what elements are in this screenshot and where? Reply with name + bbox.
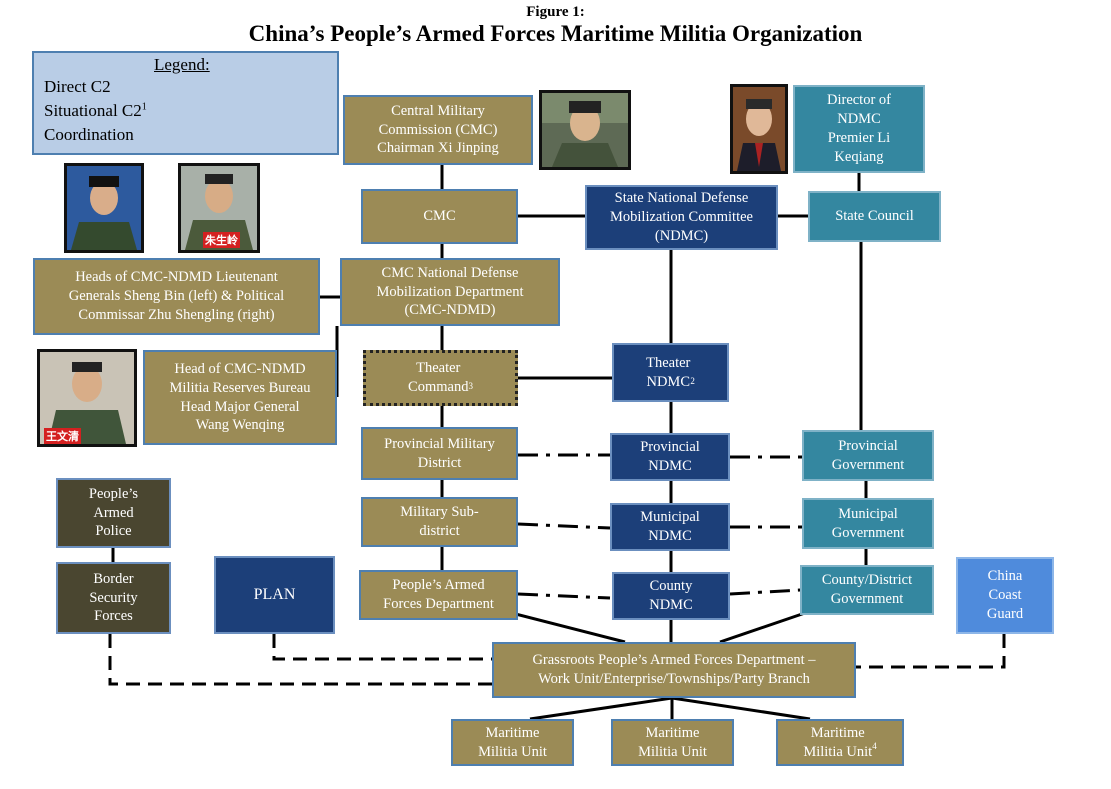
photo-li	[730, 84, 788, 174]
node-militia-bureau: Head of CMC-NDMD Militia Reserves Bureau…	[143, 350, 337, 445]
theater-ndmc-label: Theater NDMC	[646, 354, 691, 390]
legend-coordination-label: Coordination	[44, 125, 134, 144]
link-subdistrict-munndmc	[517, 522, 611, 530]
wang-name-tag: 王文清	[44, 428, 81, 444]
legend-situational-sup: 1	[141, 101, 147, 113]
node-municipal-gov: Municipal Government	[802, 498, 934, 549]
legend-situational-label: Situational C2	[44, 101, 142, 120]
node-cmc-ndmd: CMC National Defense Mobilization Depart…	[340, 258, 560, 326]
node-maritime-militia-1: Maritime Militia Unit	[451, 719, 574, 766]
link-countyndmc-countygov	[729, 588, 801, 596]
node-military-subdistrict: Military Sub- district	[361, 497, 518, 547]
node-pafd: People’s Armed Forces Department	[359, 570, 518, 620]
link-coastguard-grassroots	[856, 634, 1006, 669]
maritime-militia-3-label: Maritime Militia Unit	[803, 724, 873, 760]
theater-ndmc-sup: 2	[690, 376, 695, 387]
node-cmc-chairman: Central Military Commission (CMC) Chairm…	[343, 95, 533, 165]
node-cmc: CMC	[361, 189, 518, 244]
photo-sheng	[64, 163, 144, 253]
legend-direct-label: Direct C2	[44, 77, 111, 96]
node-maritime-militia-2: Maritime Militia Unit	[611, 719, 734, 766]
node-pap: People’s Armed Police	[56, 478, 171, 548]
theater-command-label: Theater Command	[408, 360, 469, 395]
figure-label: Figure 1:	[526, 4, 585, 20]
node-county-gov: County/District Government	[800, 565, 934, 615]
link-pafd-grassroots	[499, 608, 626, 644]
link-border-grassroots	[108, 634, 492, 686]
node-provincial-gov: Provincial Government	[802, 430, 934, 481]
legend-situational: Situational C21	[44, 101, 147, 121]
photo-zhu: 朱生岭	[178, 163, 260, 253]
node-director-ndmc: Director of NDMC Premier Li Keqiang	[793, 85, 925, 173]
node-coast-guard: China Coast Guard	[956, 557, 1054, 634]
node-heads-ndmd: Heads of CMC-NDMD Lieutenant Generals Sh…	[33, 258, 320, 335]
zhu-name-tag: 朱生岭	[203, 232, 240, 248]
node-provincial-md: Provincial Military District	[361, 427, 518, 480]
node-provincial-ndmc: Provincial NDMC	[610, 433, 730, 481]
node-state-council: State Council	[808, 191, 941, 242]
link-plan-grassroots	[272, 634, 492, 661]
node-grassroots: Grassroots People’s Armed Forces Departm…	[492, 642, 856, 698]
link-pafd-countyndmc	[517, 592, 611, 600]
node-ndmc: State National Defense Mobilization Comm…	[585, 185, 778, 250]
node-border-security: Border Security Forces	[56, 562, 171, 634]
node-municipal-ndmc: Municipal NDMC	[610, 503, 730, 551]
figure-title: China’s People’s Armed Forces Maritime M…	[248, 21, 863, 46]
node-county-ndmc: County NDMC	[612, 572, 730, 620]
legend-title: Legend:	[154, 55, 210, 74]
link-grassroots-mm1	[529, 696, 673, 721]
node-plan: PLAN	[214, 556, 335, 634]
link-grassroots-mm3	[671, 696, 811, 721]
maritime-militia-3-sup: 4	[872, 741, 877, 752]
link-countygov-grassroots	[719, 611, 806, 644]
photo-xi	[539, 90, 631, 170]
photo-wang: 王文清	[37, 349, 137, 447]
legend: Legend: Direct C2 Situational C21 Coordi…	[32, 51, 339, 155]
theater-command-sup: 3	[468, 381, 473, 392]
